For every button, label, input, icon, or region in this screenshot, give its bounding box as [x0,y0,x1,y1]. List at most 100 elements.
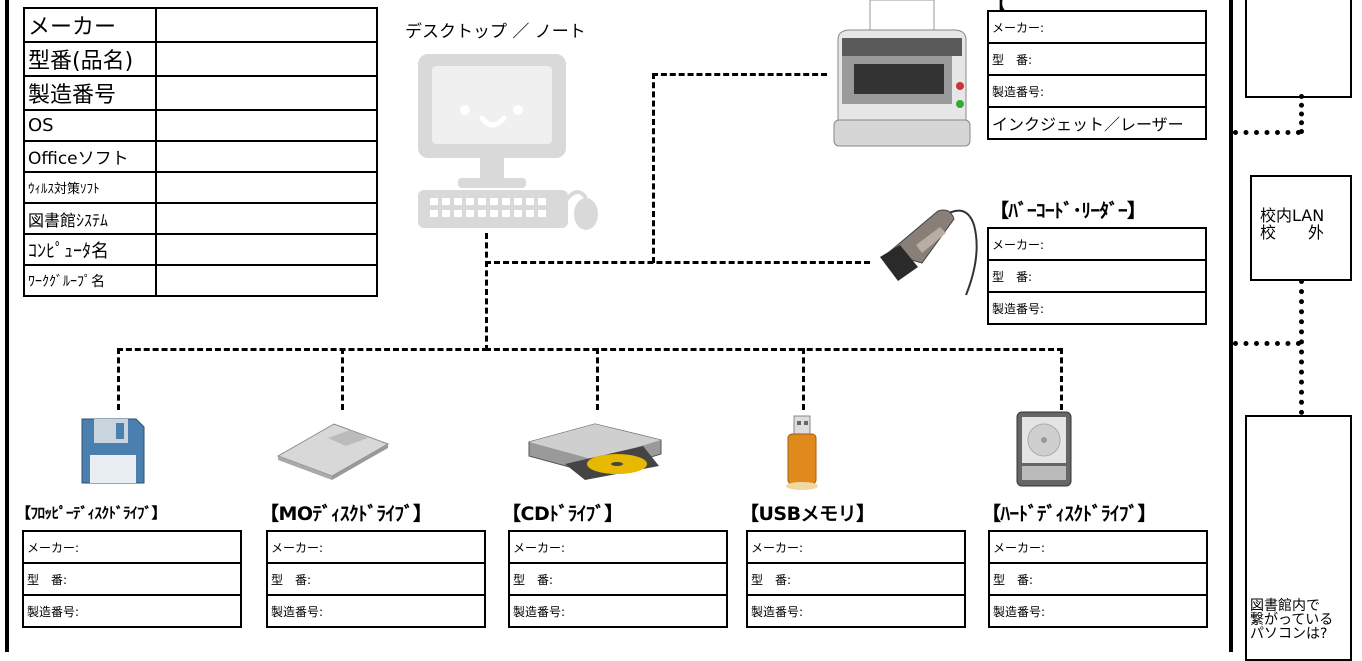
device-field[interactable]: 製造番号: [987,74,1207,108]
barcode-table: メーカー:型 番:製造番号: [987,227,1207,325]
device-table: メーカー:型 番:製造番号: [508,530,728,628]
device-field[interactable]: 製造番号: [22,594,242,628]
pc-field-value[interactable] [155,41,378,77]
device-field[interactable]: メーカー: [746,530,966,564]
lan-box: 校内LAN 校 外 [1250,175,1352,281]
pc-field-label: ｺﾝﾋﾟｭｰﾀ名 [23,233,157,266]
connector [117,348,120,410]
device-table-row: 型 番: [508,562,728,596]
device-field[interactable]: 製造番号: [508,594,728,628]
device-title: 【CDﾄﾞﾗｲﾌﾞ】 [502,503,623,525]
pc-field-label: ｳｨﾙｽ対策ｿﾌﾄ [23,171,157,204]
printer-table: メーカー:型 番:製造番号:インクジェット／レーザー [987,10,1207,140]
connector [802,348,805,410]
device-field[interactable]: 型 番: [987,259,1207,293]
pc-field-value[interactable] [155,202,378,235]
top-right-box [1245,0,1352,98]
connector [485,233,488,351]
device-table-row: メーカー: [987,10,1207,44]
mo-drive-icon [276,423,390,480]
question-line3: パソコンは? [1250,626,1328,642]
barcode-reader-icon [880,209,978,296]
pc-field-value[interactable] [155,171,378,204]
device-title: 【ﾊｰﾄﾞﾃﾞｨｽｸﾄﾞﾗｲﾌﾞ】 [982,503,1157,525]
barcode-title: 【ﾊﾞｰｺｰﾄﾞ･ﾘｰﾀﾞｰ】 [990,200,1146,222]
pc-field-value[interactable] [155,140,378,173]
pc-field-value[interactable] [155,7,378,43]
device-table-row: 型 番: [987,259,1207,293]
pc-field-label: メーカー [23,7,157,43]
device-table-row: メーカー: [987,227,1207,261]
connector [117,348,488,351]
device-table-row: 型 番: [746,562,966,596]
lan-line2: 校 外 [1260,223,1325,242]
pc-field-value[interactable] [155,264,378,297]
cd-drive-icon [528,423,662,480]
connector [652,73,655,263]
device-table-row: メーカー: [266,530,486,564]
pc-field-label: 型番(品名) [23,41,157,77]
device-field[interactable]: 型 番: [988,562,1208,596]
device-field[interactable]: 製造番号: [987,291,1207,325]
question-box: 図書館内で 繋がっている パソコンは? [1245,415,1352,661]
pc-table-row: ｳｨﾙｽ対策ｿﾌﾄ [23,171,378,204]
pc-table-row: 製造番号 [23,75,378,111]
device-field[interactable]: 型 番: [508,562,728,596]
device-field[interactable]: 型 番: [987,42,1207,76]
device-table-row: 製造番号: [987,291,1207,325]
pc-field-label: 製造番号 [23,75,157,111]
device-title: 【ﾌﾛｯﾋﾟｰﾃﾞｨｽｸﾄﾞﾗｲﾌﾞ】 [16,504,167,522]
device-table-row: 製造番号: [266,594,486,628]
dotted-connector [1233,341,1301,346]
device-field[interactable]: 型 番: [266,562,486,596]
question-line1: 図書館内で [1250,598,1320,614]
device-table-row: メーカー: [746,530,966,564]
dotted-connector [1233,130,1301,135]
device-field[interactable]: 型 番: [746,562,966,596]
device-field[interactable]: メーカー: [988,530,1208,564]
connector [341,348,344,410]
device-field[interactable]: 製造番号: [266,594,486,628]
device-field[interactable]: メーカー: [22,530,242,564]
computer-icon [418,54,598,230]
device-table-row: 製造番号: [987,74,1207,108]
pc-field-value[interactable] [155,233,378,266]
connector [652,73,827,76]
device-field[interactable]: メーカー: [266,530,486,564]
usb-memory-icon [786,415,818,490]
device-table-row: メーカー: [508,530,728,564]
device-title: 【MOﾃﾞｨｽｸﾄﾞﾗｲﾌﾞ】 [260,503,432,525]
device-table-row: 製造番号: [508,594,728,628]
device-field[interactable]: メーカー: [987,10,1207,44]
connector [596,348,599,410]
device-table: メーカー:型 番:製造番号: [988,530,1208,628]
desktop-label: デスクトップ ／ ノート [405,22,586,42]
right-border [1229,0,1233,652]
pc-table-row: ｺﾝﾋﾟｭｰﾀ名 [23,233,378,266]
printer-icon [833,0,971,147]
device-table: メーカー:型 番:製造番号: [746,530,966,628]
pc-table-row: Officeソフト [23,140,378,173]
device-table-row: 型 番: [987,42,1207,76]
pc-field-value[interactable] [155,109,378,142]
device-table: メーカー:型 番:製造番号: [266,530,486,628]
device-table-row: 型 番: [266,562,486,596]
device-field[interactable]: 製造番号: [988,594,1208,628]
pc-field-value[interactable] [155,75,378,111]
pc-table-row: 図書館ｼｽﾃﾑ [23,202,378,235]
device-table-row: 製造番号: [746,594,966,628]
pc-field-label: 図書館ｼｽﾃﾑ [23,202,157,235]
device-field[interactable]: メーカー: [987,227,1207,261]
pc-field-label: ﾜｰｸｸﾞﾙｰﾌﾟ名 [23,264,157,297]
pc-table-row: 型番(品名) [23,41,378,77]
device-field[interactable]: メーカー: [508,530,728,564]
pc-table-row: OS [23,109,378,142]
dotted-connector [1299,279,1304,415]
connector [1060,348,1063,410]
device-field[interactable]: 型 番: [22,562,242,596]
device-field[interactable]: インクジェット／レーザー [987,106,1207,140]
device-field[interactable]: 製造番号: [746,594,966,628]
device-table-row: 製造番号: [22,594,242,628]
device-table-row: メーカー: [22,530,242,564]
